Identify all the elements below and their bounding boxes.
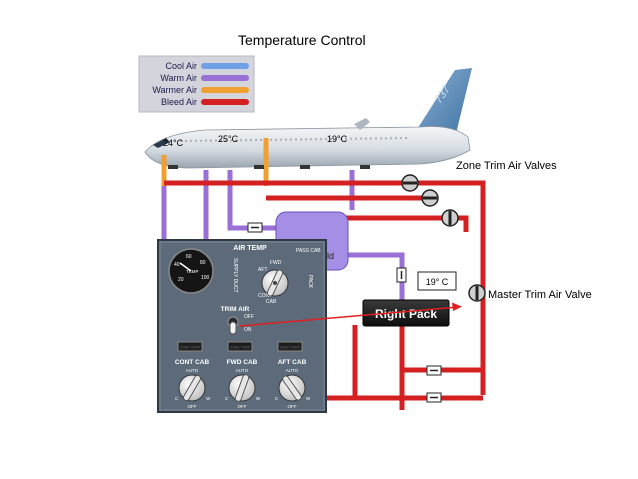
svg-text:ZONE TEMP: ZONE TEMP	[280, 346, 301, 350]
svg-text:C: C	[225, 396, 229, 401]
legend-swatch-cool-air	[201, 63, 249, 69]
svg-text:ZONE TEMP: ZONE TEMP	[230, 346, 251, 350]
legend-swatch-warm-air	[201, 75, 249, 81]
cont-cab-label: CONT CAB	[175, 359, 210, 366]
svg-text:C: C	[175, 396, 179, 401]
trim-air-indicator-arrow	[239, 302, 462, 327]
aft-cab-label: AFT CAB	[278, 359, 307, 366]
warm-duct-cabin	[227, 170, 280, 231]
svg-text:40: 40	[174, 262, 180, 268]
fwd-cab-label: FWD CAB	[227, 359, 258, 366]
master-trim-air-valve-label: Master Trim Air Valve	[488, 289, 592, 301]
svg-text:W: W	[206, 396, 211, 401]
aft-cabin-temp: 19°C	[327, 134, 348, 144]
bleed-duct-main	[410, 180, 486, 395]
legend-item-cool-air: Cool Air	[165, 61, 249, 71]
zone-trim-air-valves-label: Zone Trim Air Valves	[456, 160, 557, 172]
pass-cab-label: PASS CAB	[296, 248, 321, 254]
trim-air-on-label: ON	[244, 327, 252, 333]
pack-label: PACK	[307, 275, 313, 289]
right-pack: Right Pack	[362, 299, 450, 327]
svg-text:AUTO: AUTO	[186, 368, 199, 373]
pack-outlet-temp: 19° C	[426, 277, 449, 287]
trim-air-off-label: OFF	[244, 314, 254, 320]
svg-text:Bleed Air: Bleed Air	[161, 97, 197, 107]
svg-text:100: 100	[201, 275, 210, 281]
svg-text:80: 80	[200, 260, 206, 266]
zone-trim-valve-1	[401, 174, 419, 192]
mix-manifold-label: ld	[327, 251, 334, 261]
warm-duct-pack	[347, 252, 405, 300]
flight-deck-temp: 24°C	[163, 138, 184, 148]
svg-text:60: 60	[186, 254, 192, 260]
legend: Cool Air Warm Air Warmer Air Bleed Air	[138, 55, 255, 113]
svg-text:Cool Air: Cool Air	[165, 61, 197, 71]
svg-text:AUTO: AUTO	[286, 368, 299, 373]
svg-text:W: W	[306, 396, 311, 401]
trim-air-label: TRIM AIR	[221, 306, 250, 313]
gauge-needle	[179, 262, 192, 272]
zone-trim-air-valves	[401, 174, 459, 227]
svg-text:Warmer Air: Warmer Air	[152, 85, 197, 95]
engine-stub	[354, 118, 370, 130]
svg-text:OFF: OFF	[188, 404, 197, 409]
zone-trim-valve-2	[421, 189, 439, 207]
temp-gauge: 20 40 60 80 100 TEMP	[168, 248, 214, 294]
cont-label: CONT	[258, 293, 272, 299]
svg-text:C: C	[275, 396, 279, 401]
cab-label: CAB	[266, 299, 277, 305]
supply-duct-label: SUPPLY DUCT	[232, 258, 238, 293]
legend-item-warm-air: Warm Air	[160, 73, 249, 83]
svg-text:W: W	[256, 396, 261, 401]
trim-air-switch[interactable]	[227, 316, 239, 335]
zone-indicator-lights: ZONE TEMP ZONE TEMP ZONE TEMP	[177, 341, 303, 352]
forward-cabin-temp: 25°C	[218, 134, 239, 144]
svg-text:AUTO: AUTO	[236, 368, 249, 373]
svg-text:OFF: OFF	[288, 404, 297, 409]
air-temp-selector-knob[interactable]	[261, 269, 289, 297]
zone-trim-valve-3	[441, 209, 459, 227]
fuselage	[144, 126, 471, 169]
bleed-air-ducts	[164, 180, 486, 410]
svg-text:20: 20	[178, 277, 184, 283]
svg-text:OFF: OFF	[238, 404, 247, 409]
fwd-cab-knob[interactable]: AUTO C W OFF	[225, 368, 261, 409]
gauge-temp-label: TEMP	[186, 269, 199, 274]
svg-text:Warm Air: Warm Air	[160, 73, 197, 83]
check-valves	[247, 222, 442, 403]
aft-label: AFT	[258, 267, 267, 273]
legend-swatch-warmer-air	[201, 87, 249, 93]
master-trim-air-valve	[468, 284, 486, 302]
zone-sensors	[168, 165, 370, 169]
pack-outlet-temp-box: 19° C	[417, 271, 457, 291]
aft-cab-knob[interactable]: AUTO C W OFF	[275, 368, 311, 409]
legend-item-warmer-air: Warmer Air	[152, 85, 249, 95]
cockpit-window	[153, 138, 170, 148]
legend-item-bleed-air: Bleed Air	[161, 97, 249, 107]
svg-text:ZONE TEMP: ZONE TEMP	[180, 346, 201, 350]
cont-cab-knob[interactable]: AUTO C W OFF	[175, 368, 211, 409]
legend-swatch-bleed-air	[201, 99, 249, 105]
air-temp-header: AIR TEMP	[233, 245, 267, 252]
airplane: 737 24°C 25°C 19°C	[144, 68, 472, 169]
fwd-label: FWD	[270, 260, 282, 266]
cabin-windows	[179, 137, 411, 142]
page-title: Temperature Control	[238, 32, 366, 48]
